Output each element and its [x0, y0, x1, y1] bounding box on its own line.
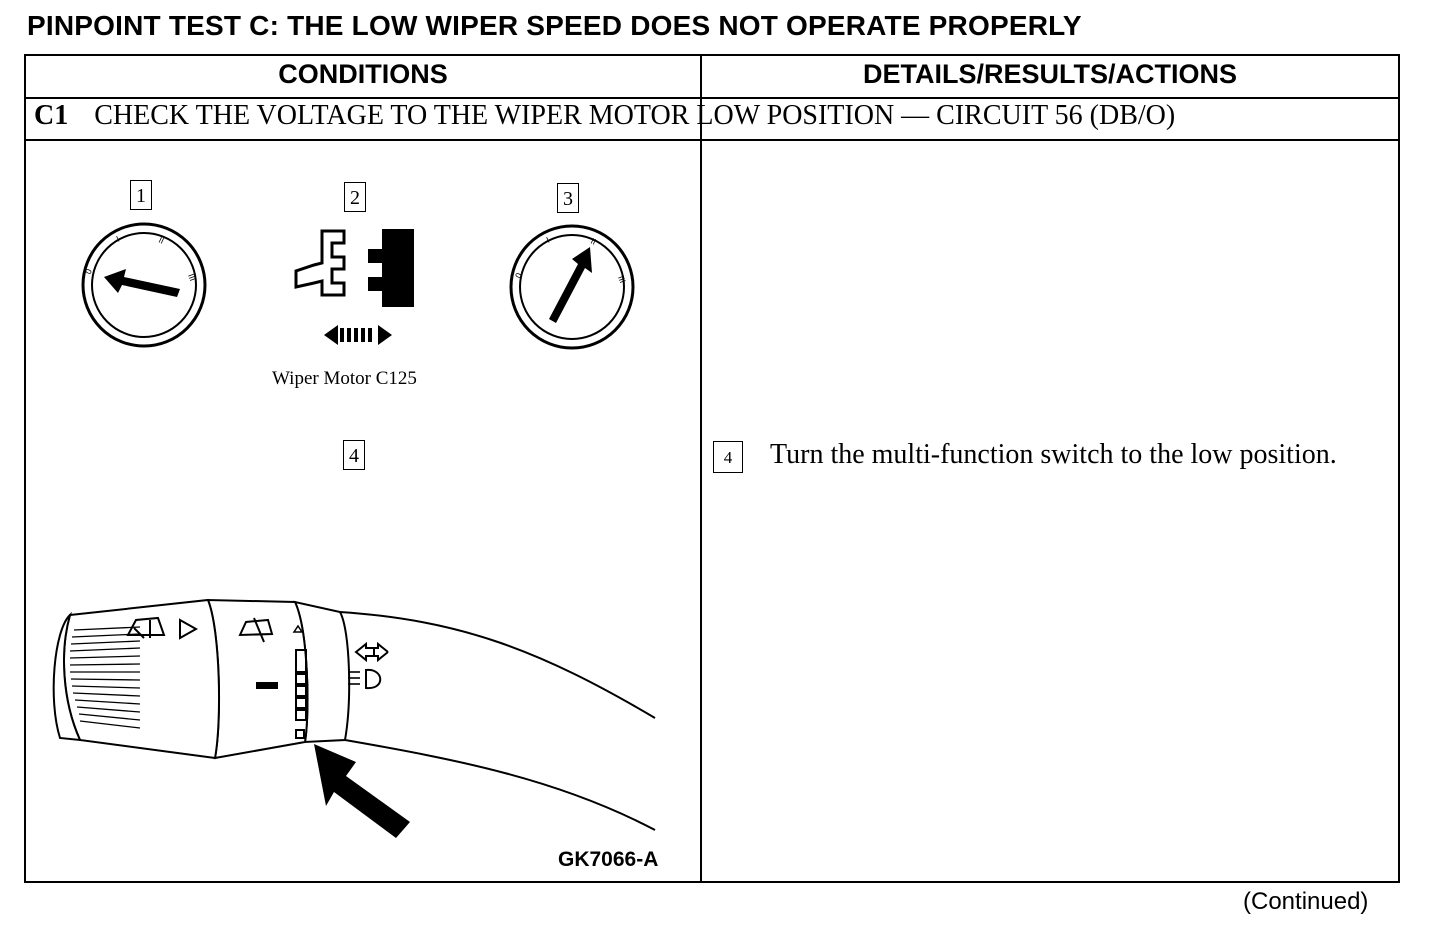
- ignition-mark-0b: 0: [514, 271, 524, 279]
- ignition-mark-1b: I: [545, 236, 551, 245]
- ignition-mark-2b: II: [589, 237, 597, 247]
- ignition-mark-2: II: [157, 236, 165, 246]
- ignition-switch-off-icon: 0 I II III: [81, 222, 207, 348]
- ignition-mark-3: III: [186, 273, 197, 283]
- ignition-mark-0: 0: [84, 267, 94, 275]
- callout-4: 4: [343, 440, 365, 470]
- multifunction-switch-icon: [52, 598, 656, 831]
- connector-disconnect-icon: [294, 229, 414, 345]
- page-title: PINPOINT TEST C: THE LOW WIPER SPEED DOE…: [27, 10, 1082, 41]
- pointer-arrow-icon: [314, 744, 410, 838]
- ignition-mark-3b: III: [616, 275, 627, 285]
- step-text: CHECK THE VOLTAGE TO THE WIPER MOTOR LOW…: [94, 100, 1176, 131]
- header-divider: [24, 97, 1400, 99]
- details-header: DETAILS/RESULTS/ACTIONS: [862, 59, 1237, 89]
- continued-label: (Continued): [1243, 888, 1369, 915]
- figure-code: GK7066-A: [558, 848, 659, 871]
- column-divider: [700, 55, 702, 882]
- action-callout-4: 4: [713, 441, 743, 473]
- ignition-switch-run-icon: 0 I II III: [509, 224, 635, 350]
- conditions-header: CONDITIONS: [278, 59, 448, 89]
- ignition-mark-1: I: [115, 235, 121, 244]
- callout-3: 3: [557, 183, 579, 213]
- callout-1: 1: [130, 180, 152, 210]
- step-number: C1: [34, 100, 69, 131]
- pinpoint-table: [24, 54, 1400, 883]
- step-row: C1 CHECK THE VOLTAGE TO THE WIPER MOTOR L…: [34, 100, 1175, 132]
- action-text: Turn the multi-function switch to the lo…: [770, 439, 1337, 470]
- step-divider: [24, 139, 1400, 141]
- callout-2: 2: [344, 182, 366, 212]
- connector-caption: Wiper Motor C125: [272, 368, 417, 389]
